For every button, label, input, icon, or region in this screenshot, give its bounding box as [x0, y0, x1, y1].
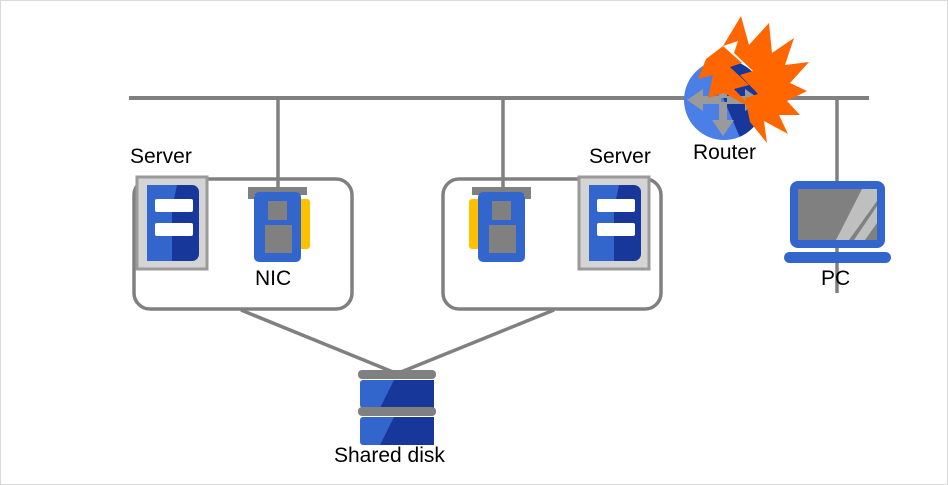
- label-server-right: Server: [589, 145, 651, 168]
- label-server-left: Server: [130, 145, 192, 168]
- shared-disk-icon: [358, 370, 436, 445]
- label-pc: PC: [821, 267, 851, 290]
- nic-card-icon-left: [248, 187, 310, 262]
- status-badge-spof[interactable]: SPOF: [697, 171, 755, 194]
- label-shared-disk: Shared disk: [334, 444, 445, 467]
- pc-monitor-icon: [784, 181, 891, 263]
- nic-card-icon-right: [469, 187, 531, 262]
- disk-link-left: [240, 308, 394, 374]
- lightning-burst-icon: [698, 16, 809, 143]
- disk-link-right: [400, 308, 555, 374]
- label-router: Router: [693, 141, 757, 164]
- server-icon-left: [135, 175, 209, 271]
- server-icon-right: [577, 175, 651, 271]
- label-nic: NIC: [255, 267, 292, 290]
